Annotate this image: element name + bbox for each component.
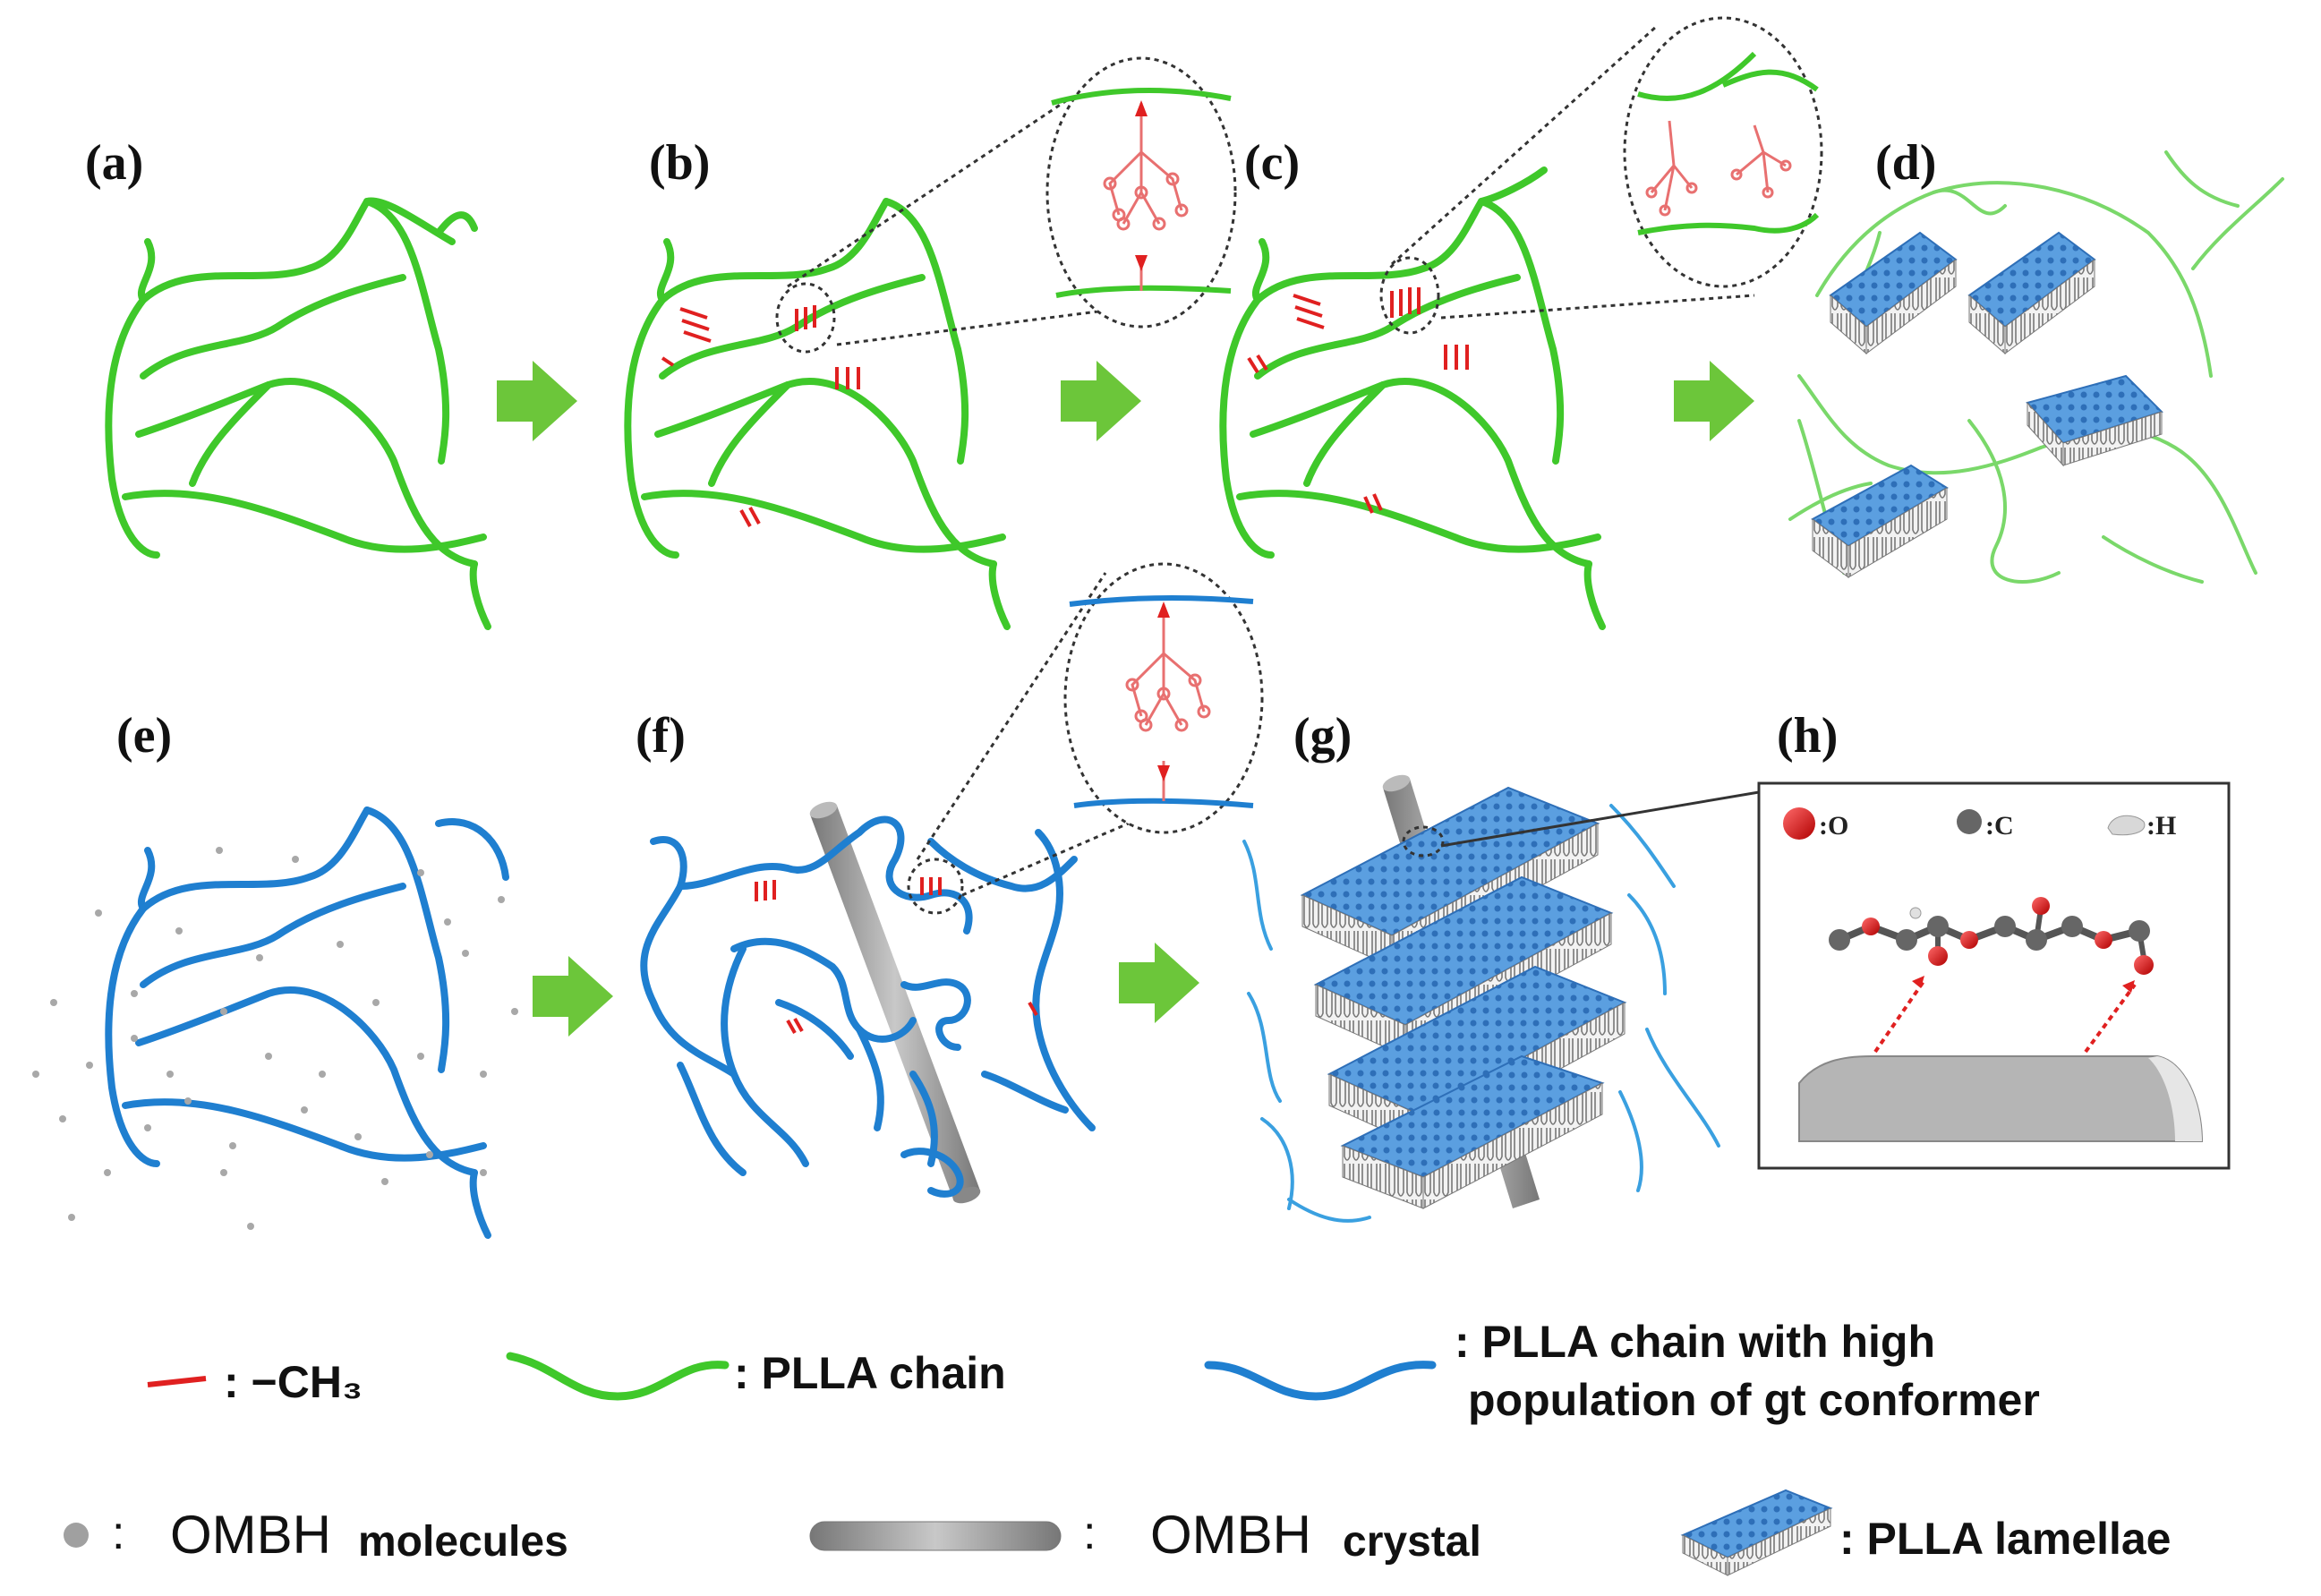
arrow-e-to-f: [533, 956, 613, 1037]
legend-lamella-swatch: [1680, 1489, 1833, 1576]
legend-ombh-crystal-sep: :: [1083, 1507, 1097, 1559]
atom-c-label: :C: [1985, 811, 2014, 841]
legend-ombh-molecules-sep: :: [112, 1507, 125, 1559]
panel-e-network: [105, 807, 509, 1239]
zoom-callout-c: [1379, 16, 1823, 335]
legend-plla-chain-label: : PLLA chain: [734, 1348, 1006, 1398]
panel-c-network: [1219, 166, 1606, 630]
legend-gt-chain-swatch: [1204, 1361, 1437, 1401]
panel-e-ombh-molecules: [32, 847, 518, 1230]
arrow-b-to-c: [1061, 361, 1141, 441]
arrow-c-to-d: [1674, 361, 1754, 441]
legend-gt-chain-label-line2: population of gt conformer: [1468, 1375, 2040, 1425]
arrow-f-to-g: [1119, 943, 1199, 1023]
legend-ombh-crystal-swatch: [809, 1521, 1062, 1551]
panel-d-label: (d): [1875, 135, 1936, 191]
atom-o-label: :O: [1819, 811, 1848, 841]
hydrogen-atom-icon: [2107, 815, 2146, 836]
legend-ombh-molecules-small: molecules: [358, 1518, 568, 1566]
zoom-callout-f: [907, 562, 1264, 915]
carbon-atom-icon: [1957, 809, 1982, 834]
panel-a-network: [105, 197, 491, 630]
legend-ombh-crystal-small: crystal: [1343, 1518, 1481, 1566]
panel-c-methyl-contacts: [1247, 287, 1469, 514]
zoom-callout-g: [1402, 790, 1760, 858]
panel-g-chains: [1242, 804, 1720, 1223]
atom-h-label: :H: [2146, 811, 2176, 841]
arrow-a-to-b: [497, 361, 577, 441]
legend-ombh-molecules-big: OMBH: [170, 1505, 331, 1565]
panel-d-lamellae: [1811, 231, 2163, 578]
panel-f-network: [640, 815, 1096, 1198]
legend-methyl-label: : −CH₃: [224, 1357, 363, 1407]
panel-b-methyl-contacts: [661, 305, 860, 527]
panel-e-label: (e): [116, 708, 172, 764]
legend-ombh-crystal-big: OMBH: [1150, 1505, 1311, 1565]
legend: [64, 1352, 1833, 1576]
zoom-callout-b: [775, 56, 1237, 354]
panel-g-lamellae-stack: [1300, 786, 1627, 1209]
legend-ombh-molecule-swatch: [64, 1523, 89, 1548]
panel-a-label: (a): [85, 135, 143, 191]
legend-lamellae-label: : PLLA lamellae: [1839, 1514, 2172, 1564]
ombh-crystal-surface: [1798, 1055, 2204, 1142]
oxygen-atom-icon: [1783, 807, 1815, 840]
interaction-arrows: [1873, 978, 2137, 1054]
legend-gt-chain-label-line1: : PLLA chain with high: [1455, 1317, 1935, 1367]
panel-f-methyl-contacts: [755, 877, 1038, 1034]
panel-f-label: (f): [636, 708, 686, 764]
panel-d-chains: [1788, 150, 2284, 584]
legend-plla-chain-swatch: [506, 1352, 730, 1401]
panel-h-label: (h): [1777, 708, 1838, 764]
plla-molecule-model: [1829, 897, 2154, 975]
panel-h-inset: :O :C :H: [1757, 781, 2231, 1170]
legend-methyl-swatch: [147, 1376, 207, 1387]
panel-c-label: (c): [1244, 135, 1300, 191]
panel-b-label: (b): [649, 135, 710, 191]
panel-g-label: (g): [1293, 708, 1352, 764]
